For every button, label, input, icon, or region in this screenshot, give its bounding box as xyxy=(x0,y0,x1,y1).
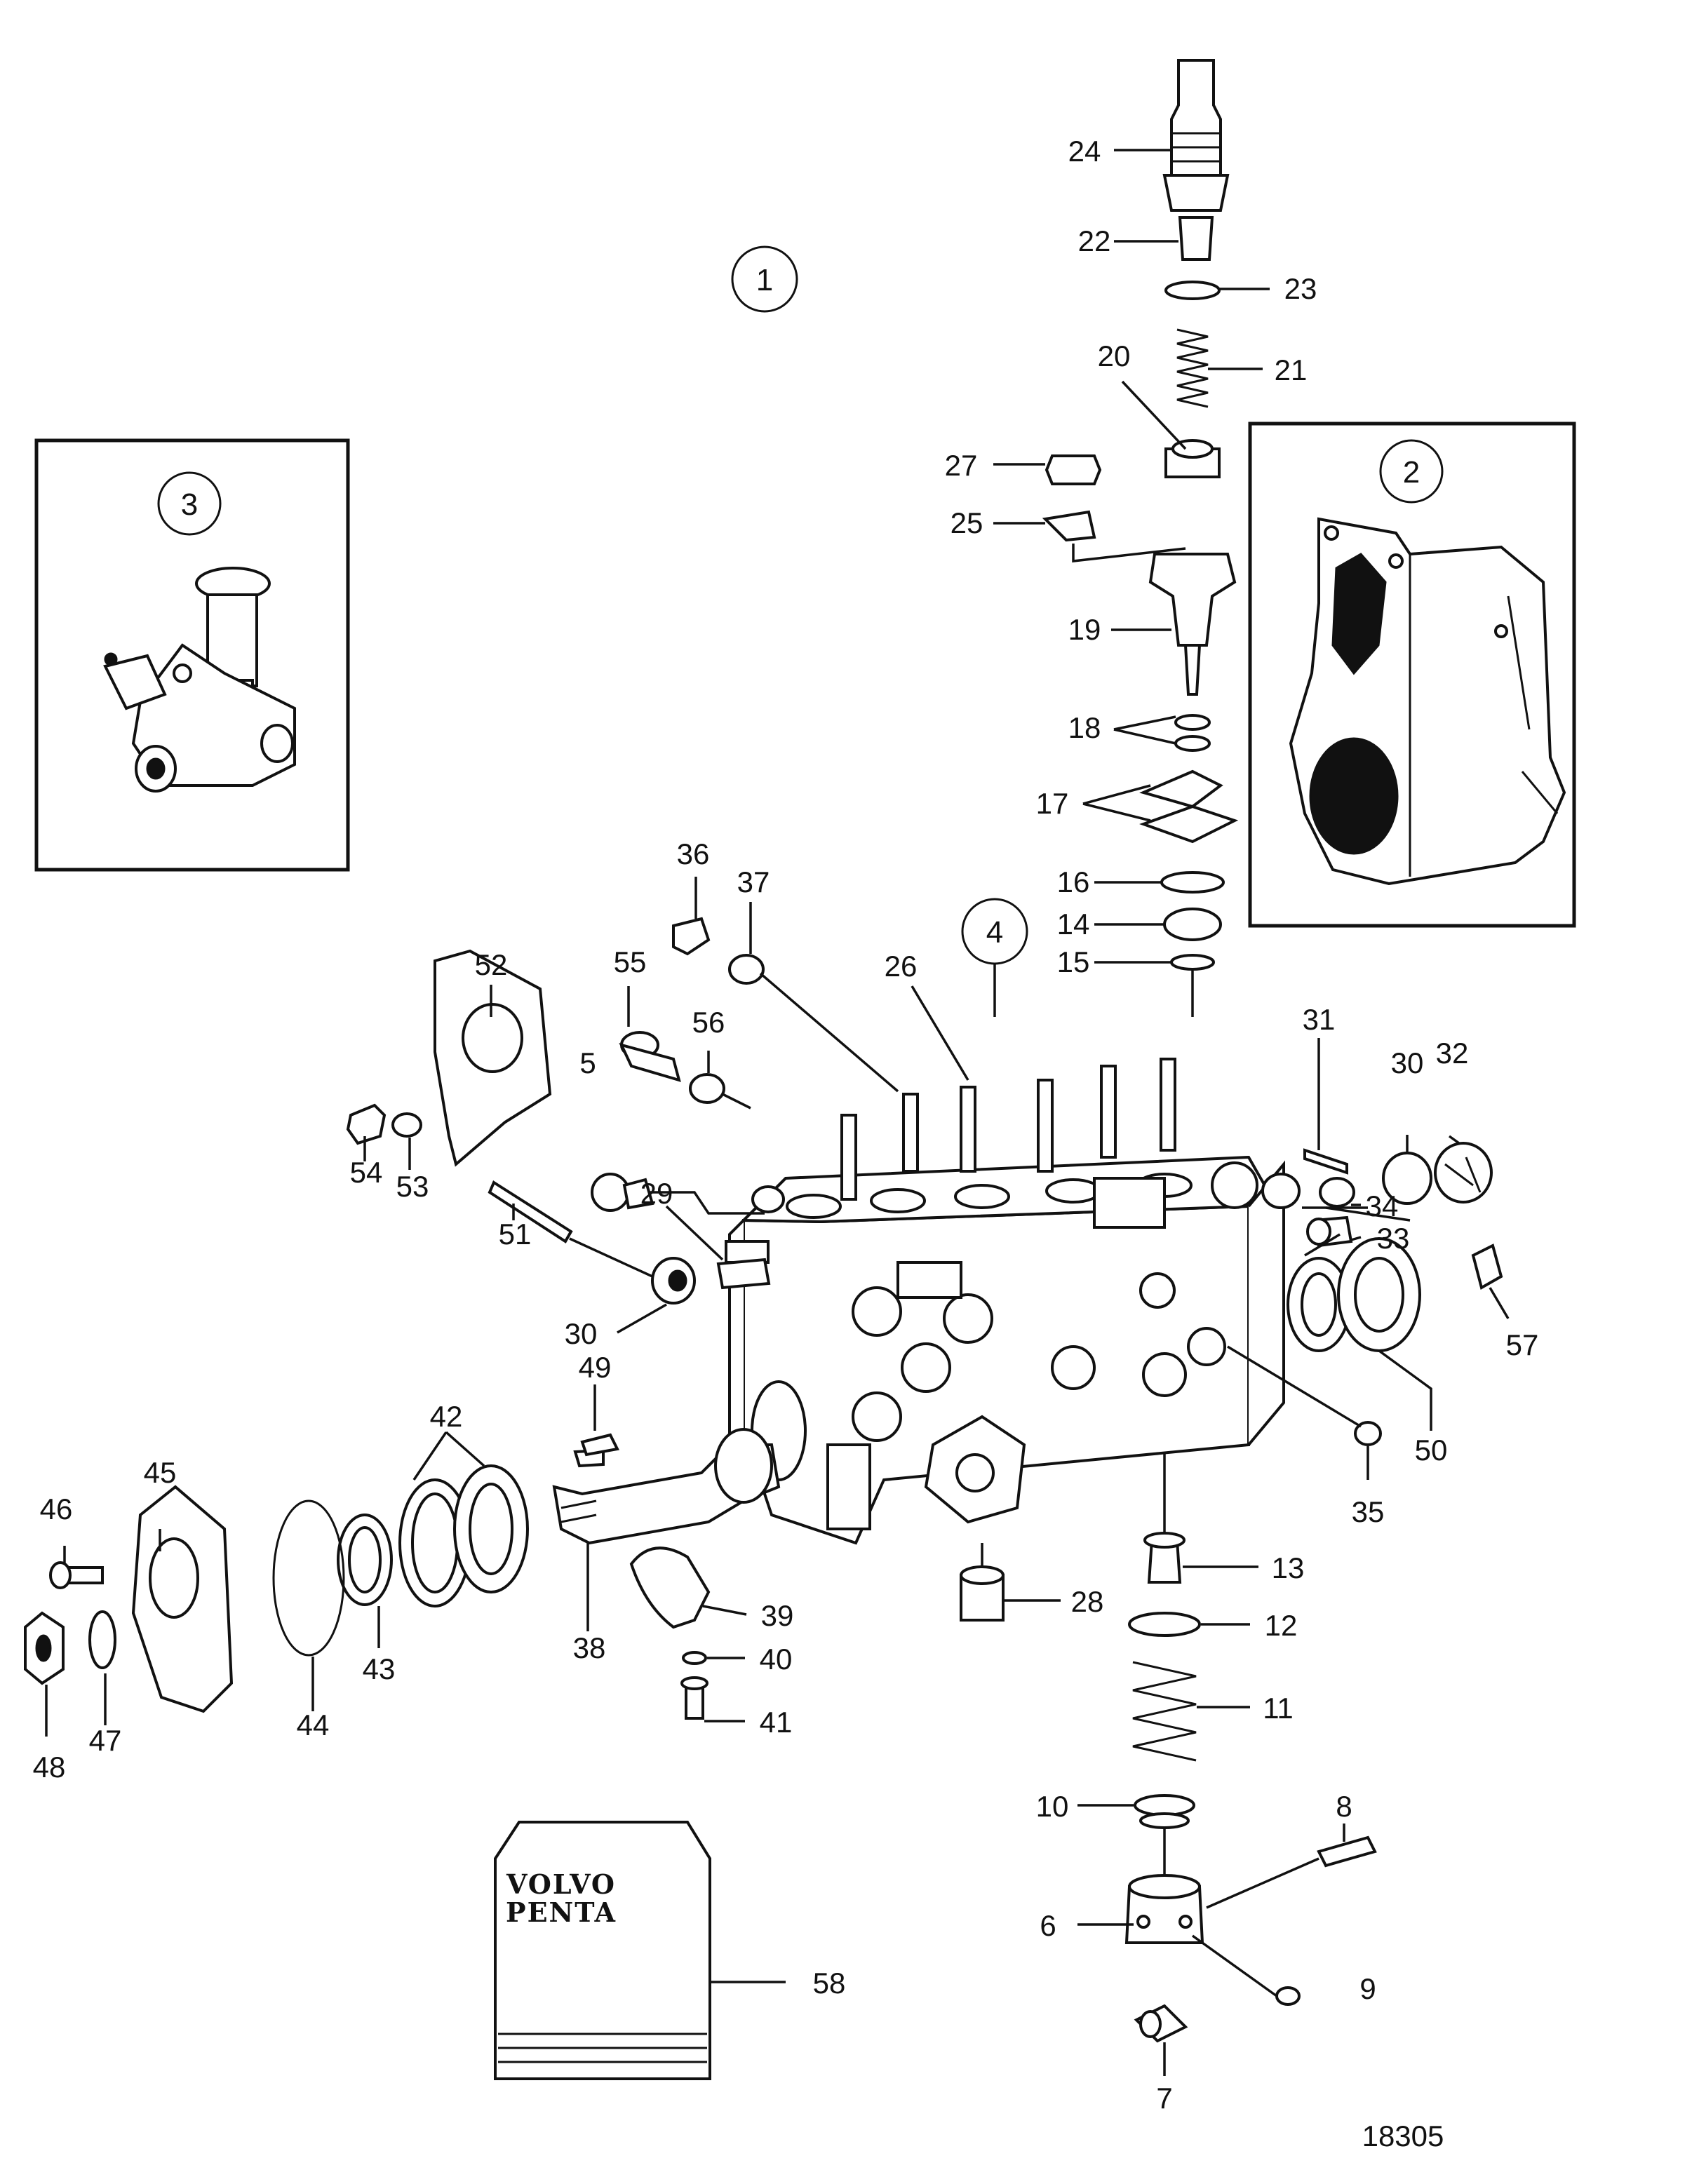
callout-31: 31 xyxy=(1303,1003,1336,1036)
callout-30-right: 30 xyxy=(1391,1046,1424,1079)
callout-30-left: 30 xyxy=(565,1317,598,1350)
callout-20: 20 xyxy=(1098,339,1131,372)
callout-27: 27 xyxy=(945,449,978,482)
callout-12: 12 xyxy=(1265,1609,1298,1642)
callout-40: 40 xyxy=(760,1643,793,1676)
callout-6: 6 xyxy=(1040,1909,1056,1942)
callout-57: 57 xyxy=(1506,1328,1539,1361)
callout-46: 46 xyxy=(40,1492,73,1525)
callout-32: 32 xyxy=(1436,1037,1469,1070)
roller-tappet-stack xyxy=(1124,1452,1204,2043)
callout-25: 25 xyxy=(951,506,983,539)
callout-41: 41 xyxy=(760,1706,793,1739)
callout-39: 39 xyxy=(761,1599,794,1632)
circled-label-2: 2 xyxy=(1403,455,1420,490)
callout-54: 54 xyxy=(350,1156,383,1189)
callout-23: 23 xyxy=(1284,272,1317,305)
pump-body xyxy=(725,1058,1285,1545)
callout-19: 19 xyxy=(1068,613,1101,646)
callout-49: 49 xyxy=(579,1351,612,1384)
callout-labels: 24 22 23 20 21 27 25 19 18 17 16 14 15 3… xyxy=(33,135,1539,2115)
callout-14: 14 xyxy=(1057,908,1090,941)
callout-43: 43 xyxy=(363,1652,396,1685)
logo-volvo: VOLVO xyxy=(506,1868,616,1900)
callout-24: 24 xyxy=(1068,135,1101,168)
callout-34: 34 xyxy=(1366,1189,1399,1222)
callout-11: 11 xyxy=(1263,1692,1294,1725)
circled-label-1: 1 xyxy=(756,263,773,297)
callout-55: 55 xyxy=(614,945,647,978)
callout-16: 16 xyxy=(1057,865,1090,898)
callout-36: 36 xyxy=(677,837,710,870)
callout-53: 53 xyxy=(396,1170,429,1203)
callout-44: 44 xyxy=(297,1708,330,1741)
callout-45: 45 xyxy=(144,1456,177,1489)
circled-label-4: 4 xyxy=(986,915,1003,950)
callout-58: 58 xyxy=(813,1967,846,2000)
callout-9: 9 xyxy=(1359,1972,1376,2005)
callout-7: 7 xyxy=(1156,2082,1172,2115)
leader-lines xyxy=(45,149,1510,2076)
callout-28: 28 xyxy=(1071,1585,1104,1618)
part-27-drawing xyxy=(1045,454,1102,485)
callout-38: 38 xyxy=(573,1631,606,1664)
callout-15: 15 xyxy=(1057,945,1090,978)
callout-51: 51 xyxy=(499,1218,532,1251)
callout-29: 29 xyxy=(640,1177,673,1210)
callout-35: 35 xyxy=(1352,1495,1385,1528)
figure-id: 18305 xyxy=(1362,2119,1444,2152)
callout-21: 21 xyxy=(1275,353,1308,386)
callout-5: 5 xyxy=(579,1046,596,1079)
callout-26: 26 xyxy=(885,950,918,983)
callout-8: 8 xyxy=(1336,1790,1352,1823)
governor-housing-drawing xyxy=(1289,517,1566,886)
feed-pump-drawing xyxy=(103,567,296,793)
inset-feed-pump xyxy=(34,438,350,872)
logo-penta: PENTA xyxy=(506,1896,617,1928)
callout-42: 42 xyxy=(430,1400,463,1433)
callout-47: 47 xyxy=(89,1724,122,1757)
callout-56: 56 xyxy=(692,1006,725,1039)
callout-13: 13 xyxy=(1272,1551,1305,1584)
delivery-valve-stack xyxy=(1139,59,1239,1017)
callout-33: 33 xyxy=(1377,1222,1410,1255)
callout-37: 37 xyxy=(737,865,770,898)
instruction-book xyxy=(494,1821,711,2080)
camshaft xyxy=(552,1428,781,1545)
callout-48: 48 xyxy=(33,1751,66,1784)
circled-label-3: 3 xyxy=(181,487,198,522)
callout-10: 10 xyxy=(1036,1790,1069,1823)
part-25-drawing xyxy=(1042,510,1096,542)
callout-18: 18 xyxy=(1068,711,1101,744)
callout-52: 52 xyxy=(475,948,508,981)
callout-50: 50 xyxy=(1415,1434,1448,1467)
callout-17: 17 xyxy=(1036,787,1069,820)
inset-governor-housing xyxy=(1248,422,1576,928)
callout-22: 22 xyxy=(1078,224,1111,257)
